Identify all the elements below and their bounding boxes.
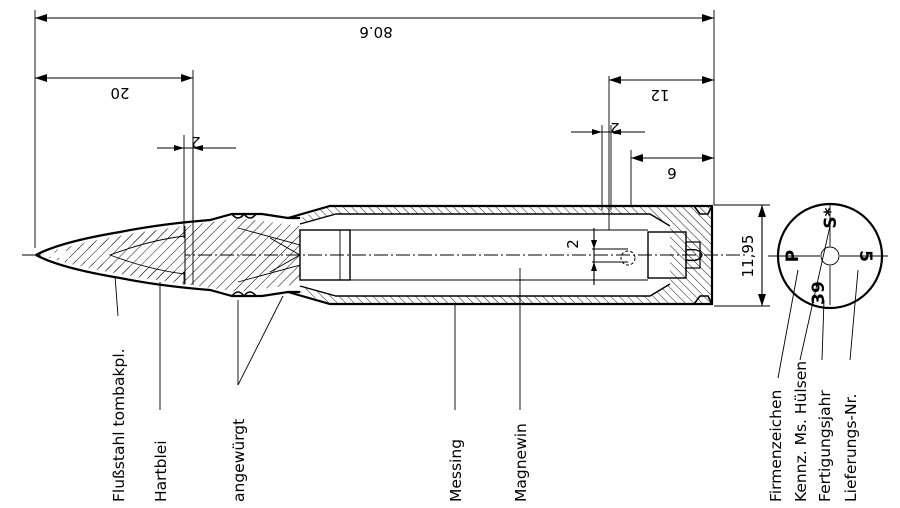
overall-length-dimension bbox=[34, 10, 715, 248]
cartridge-case bbox=[287, 204, 714, 306]
flash-hole-dimension bbox=[591, 228, 628, 285]
head-diameter-label: 11,95 bbox=[739, 235, 757, 278]
label-tip-material: Flußstahl tombakpl. bbox=[110, 348, 128, 502]
rear-offset-label: 6 bbox=[667, 164, 677, 182]
overall-length-label: 80.6 bbox=[359, 23, 392, 41]
headstamp-right: 5 bbox=[855, 250, 875, 262]
label-crimp: angewürgt bbox=[230, 419, 248, 502]
groove-left-label: 2 bbox=[191, 133, 201, 151]
groove-right-dimension bbox=[571, 125, 645, 210]
tip-length-label: 20 bbox=[110, 84, 129, 102]
rear-offset-dimension bbox=[630, 150, 714, 205]
headstamp-left: P bbox=[783, 250, 803, 262]
label-head-mark-4: Lieferungs-Nr. bbox=[842, 394, 860, 502]
label-case: Messing bbox=[447, 439, 465, 502]
label-head-mark-1: Firmenzeichen bbox=[767, 390, 785, 502]
neck-offset-dimension bbox=[608, 76, 714, 230]
leader-lines bbox=[114, 225, 859, 410]
headstamp-view bbox=[768, 202, 888, 310]
groove-right-label: 2 bbox=[610, 119, 620, 137]
label-core: Hartblei bbox=[152, 440, 170, 502]
neck-offset-label: 12 bbox=[650, 86, 669, 104]
label-powder: Magnewin bbox=[512, 423, 530, 502]
headstamp-top: S* bbox=[821, 207, 841, 228]
headstamp-bottom: 39 bbox=[809, 281, 829, 305]
flash-hole-label: 2 bbox=[564, 239, 582, 249]
head-diameter-dimension bbox=[714, 204, 770, 307]
label-head-mark-3: Fertigungsjahr bbox=[816, 390, 834, 502]
label-head-mark-2: Kennz. Ms. Hülsen bbox=[792, 361, 810, 502]
bullet-jacket bbox=[35, 212, 301, 298]
